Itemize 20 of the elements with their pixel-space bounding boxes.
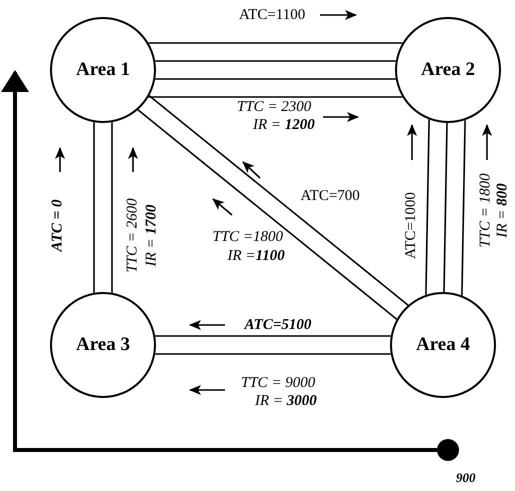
transmission-line xyxy=(137,109,398,320)
transmission-line xyxy=(155,353,391,355)
area-label: Area 1 xyxy=(75,59,131,81)
area-label: Area 3 xyxy=(75,334,131,356)
transmission-line xyxy=(155,335,391,337)
transmission-line xyxy=(148,42,402,44)
transmission-line xyxy=(443,122,448,292)
dot xyxy=(437,439,459,461)
transmission-line xyxy=(461,120,466,296)
transmission-line xyxy=(425,119,430,295)
area-label: Area 4 xyxy=(415,334,471,356)
value-label: 900 xyxy=(456,470,476,486)
transmission-line xyxy=(155,60,396,62)
transmission-line xyxy=(111,122,113,293)
transmission-line xyxy=(148,96,402,98)
transmission-line xyxy=(155,78,396,80)
area-label: Area 2 xyxy=(420,59,476,81)
arrow xyxy=(1,70,437,452)
transmission-line xyxy=(93,122,95,293)
transmission-line xyxy=(148,95,409,306)
